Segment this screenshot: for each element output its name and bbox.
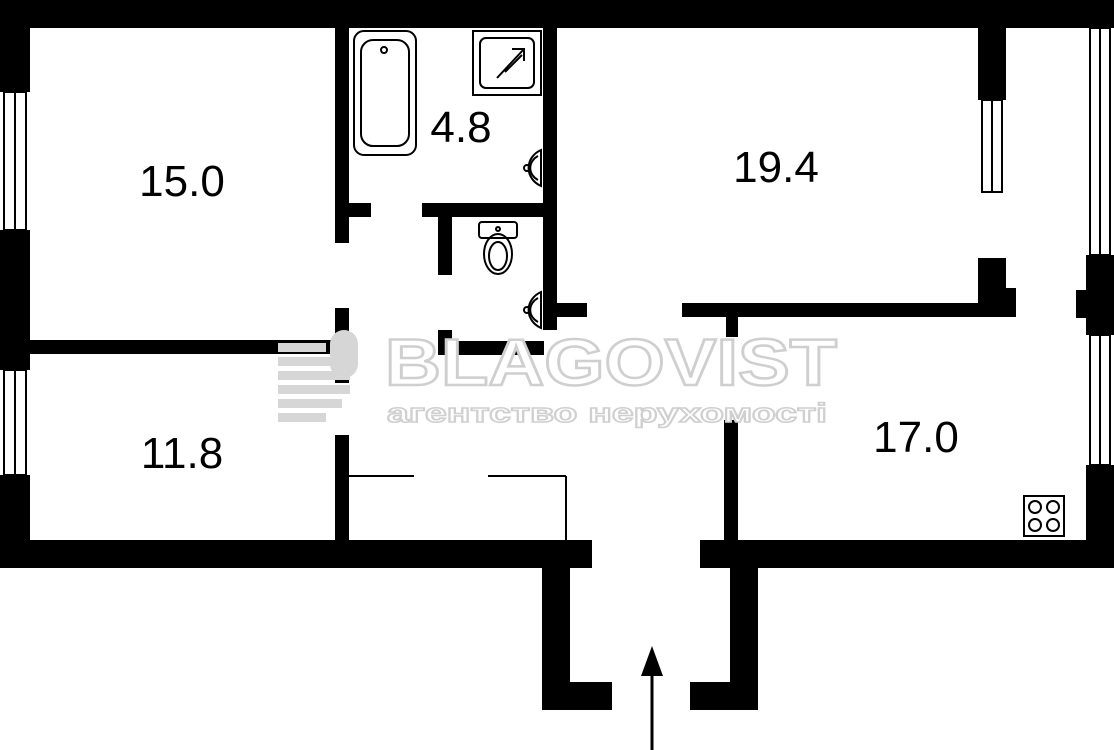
- watermark: BLAGOVIST агентство нерухомості: [278, 324, 838, 429]
- room-area-label: 4.8: [430, 103, 491, 152]
- wardrobe-lines: [349, 475, 567, 540]
- watermark-tagline: агентство нерухомості: [387, 398, 827, 428]
- entrance-arrow-icon: [641, 646, 663, 750]
- room-area-label: 19.4: [733, 143, 819, 192]
- watermark-logo-icon: [278, 330, 358, 422]
- room-area-label: 17.0: [873, 413, 959, 462]
- room-area-label: 11.8: [141, 429, 223, 478]
- sink-icon: [523, 290, 542, 330]
- room-area-label: 15.0: [139, 157, 225, 206]
- walls: [0, 0, 1114, 710]
- windows: [3, 27, 1111, 476]
- sink-icon: [523, 148, 542, 188]
- bathtub-icon: [353, 30, 417, 156]
- watermark-brand: BLAGOVIST: [385, 325, 837, 399]
- toilet-icon: [478, 221, 518, 275]
- shower-icon: [472, 30, 542, 96]
- stove-icon: [1023, 495, 1065, 537]
